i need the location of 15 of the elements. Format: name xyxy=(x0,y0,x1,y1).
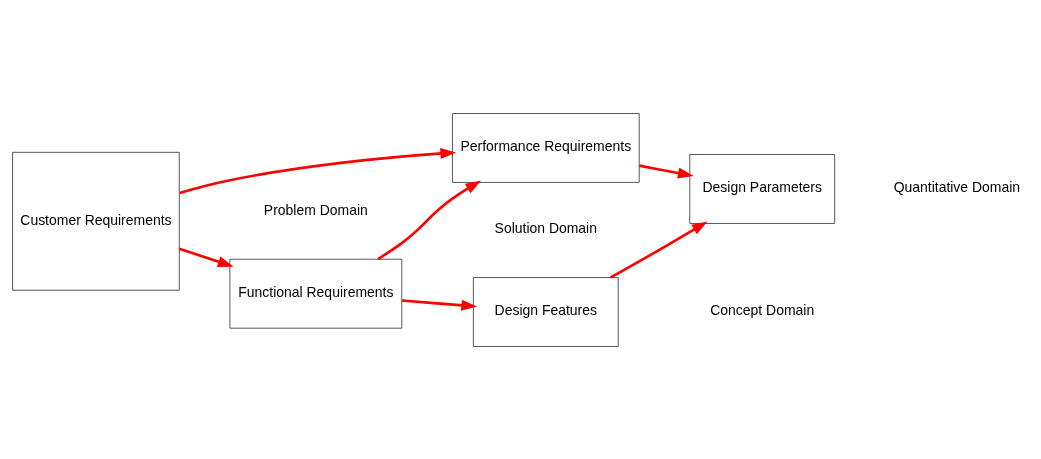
label: Solution Domain xyxy=(494,219,597,236)
node-box: Design Features xyxy=(472,276,619,347)
label: Quantitative Domain xyxy=(893,178,1021,195)
arrow xyxy=(377,179,482,260)
arrow xyxy=(609,220,708,279)
node-box: Design Parameters xyxy=(689,153,836,224)
label: Concept Domain xyxy=(710,301,815,318)
label: Problem Domain xyxy=(263,201,368,218)
arrow xyxy=(178,246,234,267)
node-box: Functional Requirements xyxy=(229,258,403,329)
arrow xyxy=(639,163,694,178)
node-box: Performance Requirements xyxy=(452,112,640,183)
arrow xyxy=(401,298,478,311)
arrow xyxy=(179,147,457,194)
node-box: Customer Requirements xyxy=(12,151,180,291)
